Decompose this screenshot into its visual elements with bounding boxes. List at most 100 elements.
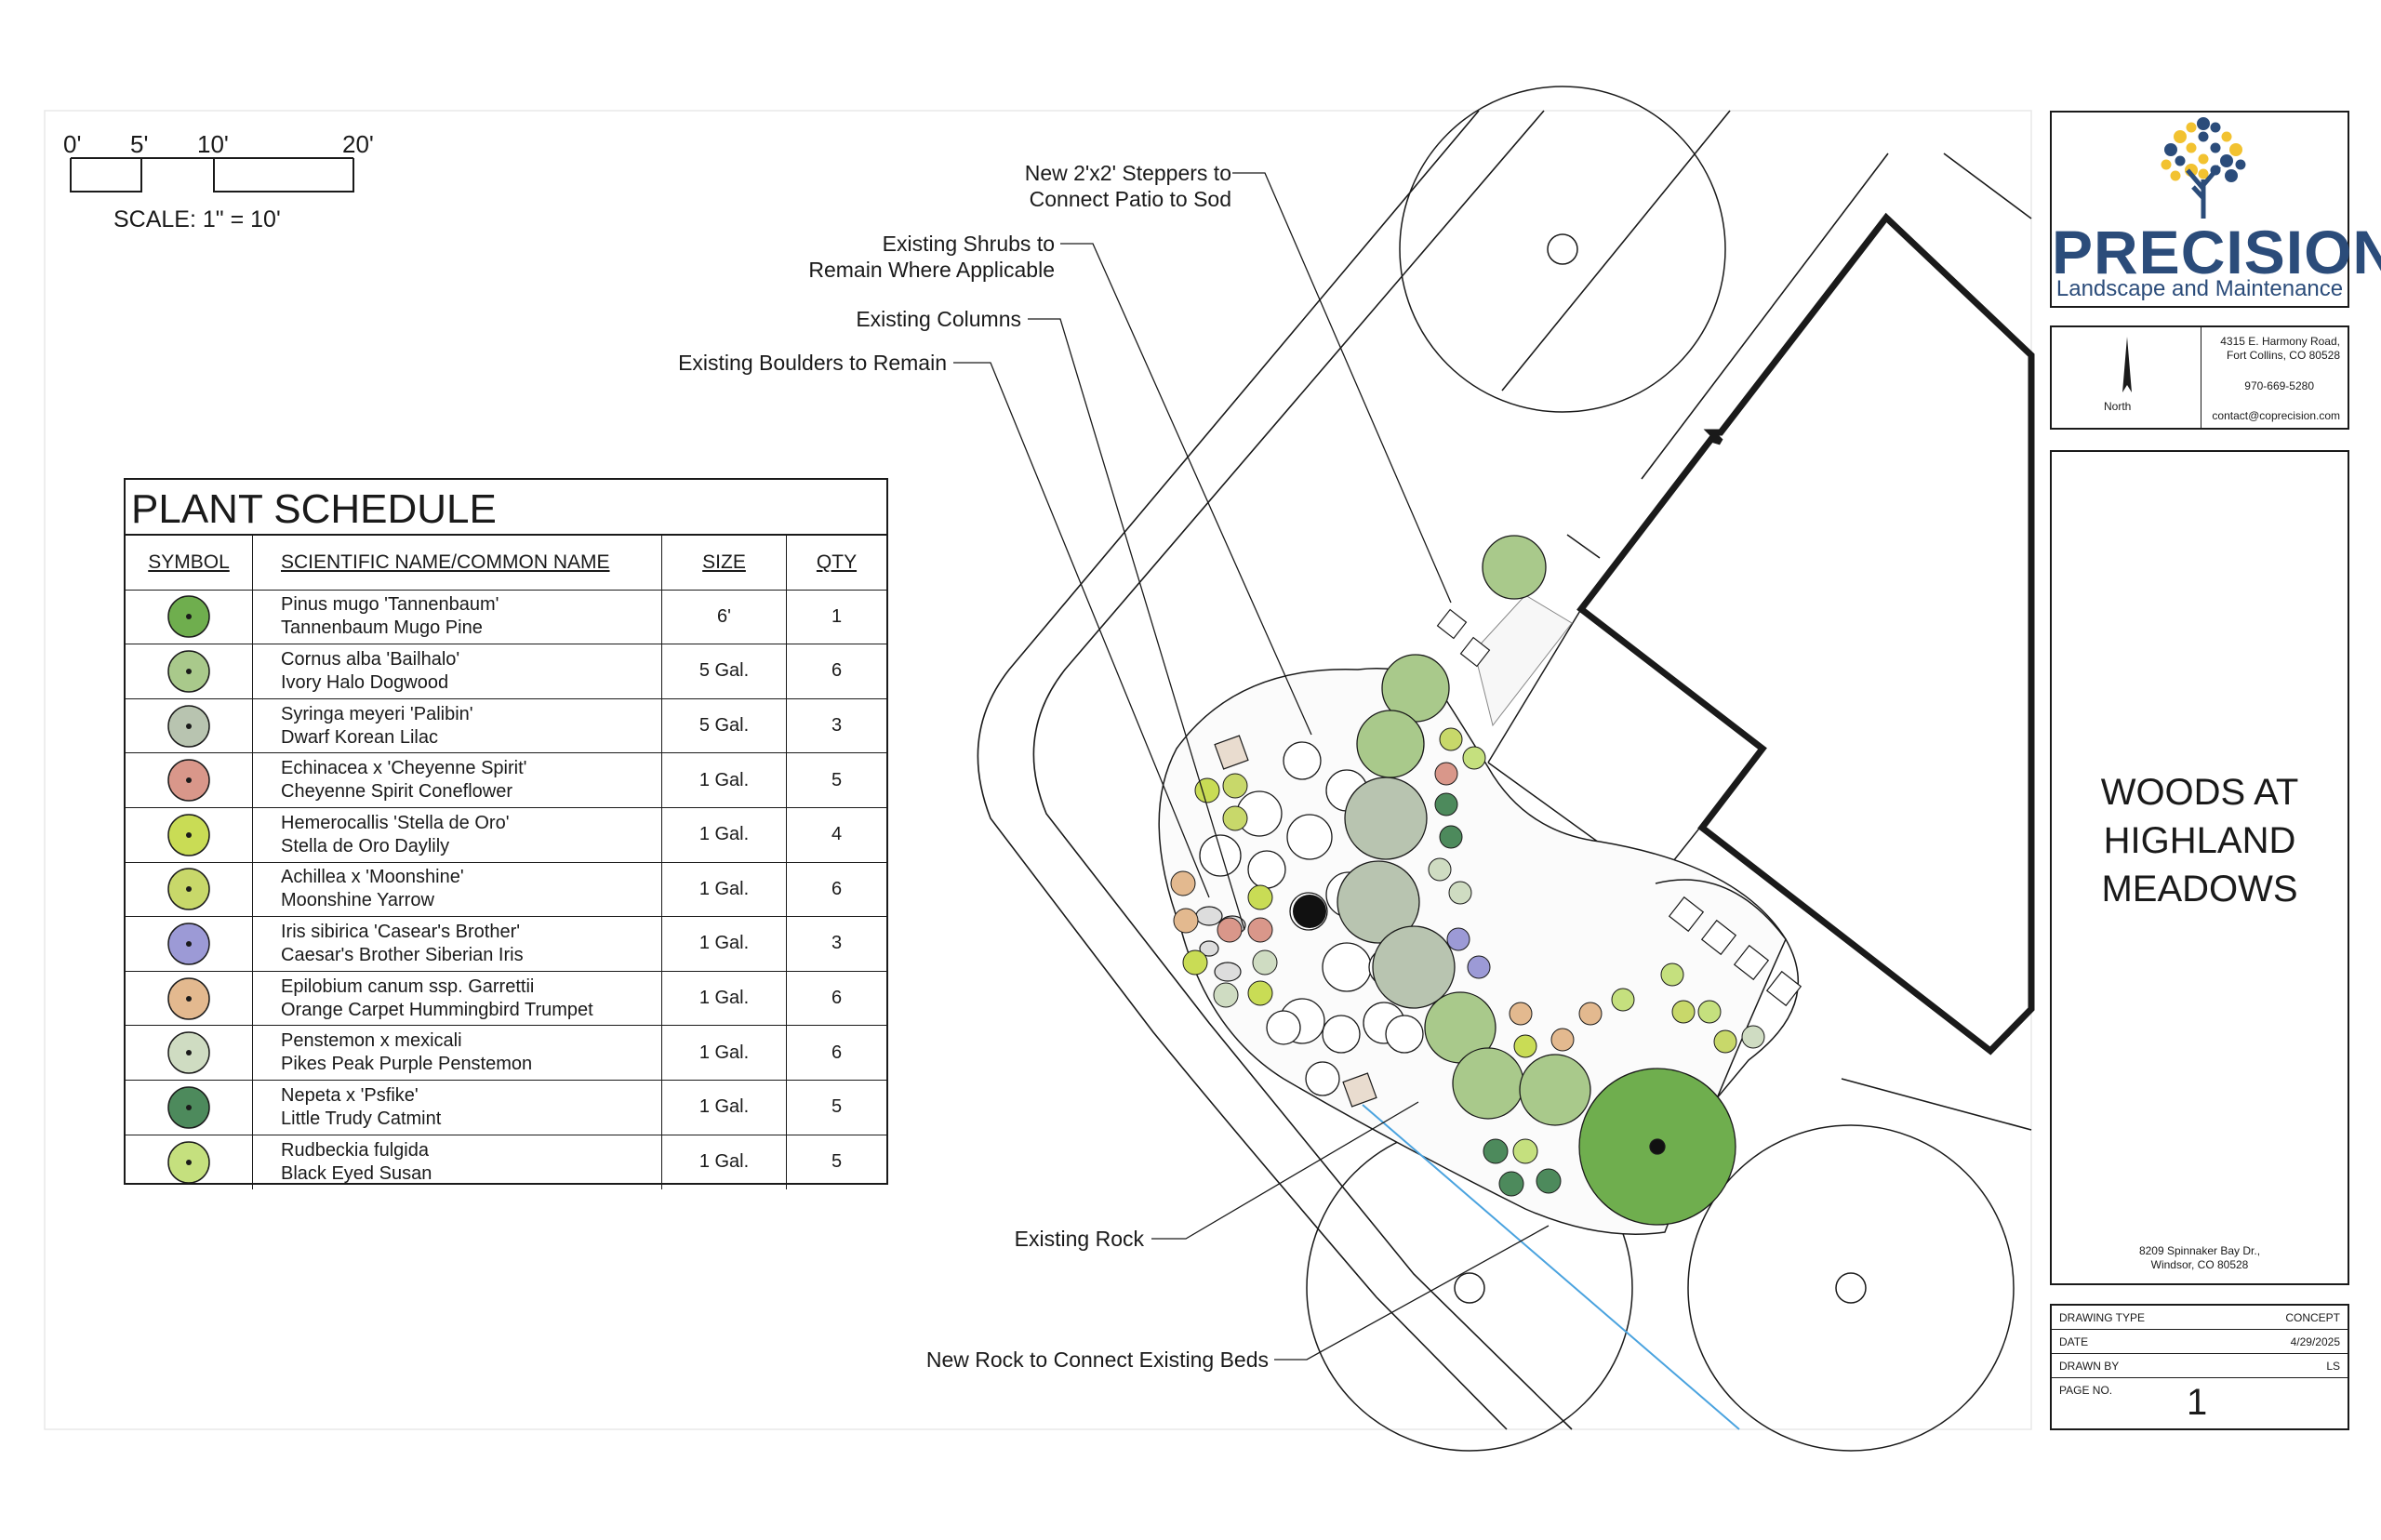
plant-schedule: PLANT SCHEDULE SYMBOL SCIENTIFIC NAME/CO… <box>124 478 888 1190</box>
yarrow-symbol-icon <box>167 868 210 911</box>
scientific-name: Echinacea x 'Cheyenne Spirit' <box>281 758 527 779</box>
plant-name-cell: Pinus mugo 'Tannenbaum'Tannenbaum Mugo P… <box>253 590 662 644</box>
epilobium-symbol-icon <box>167 976 210 1020</box>
date-label: DATE <box>2059 1335 2089 1348</box>
qty-cell: 6 <box>831 988 843 1009</box>
callout-steppers-1: New 2'x2' Steppers to <box>1024 161 1231 185</box>
symbol-cell <box>126 862 253 917</box>
company-address-1: 4315 E. Harmony Road, <box>2220 335 2340 348</box>
scientific-name: Penstemon x mexicali <box>281 1030 462 1052</box>
project-title-line-3: MEADOWS <box>2101 869 2298 909</box>
project-address-2: Windsor, CO 80528 <box>2150 1258 2249 1271</box>
callout-boulders: Existing Boulders to Remain <box>678 351 947 375</box>
company-phone: 970-669-5280 <box>2244 379 2314 392</box>
drawing-type-row: DRAWING TYPE CONCEPT <box>2052 1306 2348 1330</box>
scientific-name: Nepeta x 'Psfike' <box>281 1084 419 1106</box>
symbol-cell <box>126 1080 253 1135</box>
project-title-line-2: HIGHLAND <box>2103 820 2296 861</box>
pine-symbol-icon <box>167 595 210 639</box>
qty-cell: 5 <box>831 1151 843 1173</box>
size-cell: 1 Gal. <box>662 753 787 807</box>
schedule-row: Hemerocallis 'Stella de Oro'Stella de Or… <box>126 807 886 863</box>
qty-cell: 4 <box>831 824 843 845</box>
scientific-name: Epilobium canum ssp. Garrettii <box>281 976 535 997</box>
north-label: North <box>2104 400 2132 413</box>
header-name: SCIENTIFIC NAME/COMMON NAME <box>253 536 662 590</box>
qty-cell: 6 <box>831 1042 843 1063</box>
scientific-name: Syringa meyeri 'Palibin' <box>281 703 473 724</box>
north-arrow-icon <box>2122 337 2132 392</box>
drawing-type-label: DRAWING TYPE <box>2059 1311 2146 1324</box>
scientific-name: Pinus mugo 'Tannenbaum' <box>281 594 499 616</box>
symbol-cell <box>126 753 253 807</box>
schedule-title: PLANT SCHEDULE <box>131 486 497 532</box>
drawn-by-label: DRAWN BY <box>2059 1360 2120 1373</box>
tree-logo-icon <box>2161 117 2246 219</box>
scale-tick-20: 20' <box>342 130 374 158</box>
existing-column <box>1293 895 1326 928</box>
common-name: Caesar's Brother Siberian Iris <box>281 944 524 965</box>
schedule-table: SYMBOL SCIENTIFIC NAME/COMMON NAME SIZE … <box>126 534 886 1190</box>
plant-name-cell: Iris sibirica 'Casear's Brother'Caesar's… <box>253 917 662 971</box>
date-row: DATE 4/29/2025 <box>2052 1330 2348 1354</box>
scale-text: SCALE: 1" = 10' <box>113 206 281 232</box>
scale-bar <box>70 157 354 192</box>
scientific-name: Hemerocallis 'Stella de Oro' <box>281 812 510 833</box>
plant-name-cell: Cornus alba 'Bailhalo'Ivory Halo Dogwood <box>253 644 662 698</box>
schedule-row: Echinacea x 'Cheyenne Spirit'Cheyenne Sp… <box>126 753 886 808</box>
plant-name-cell: Echinacea x 'Cheyenne Spirit'Cheyenne Sp… <box>253 753 662 807</box>
common-name: Pikes Peak Purple Penstemon <box>281 1054 533 1075</box>
size-cell: 5 Gal. <box>662 698 787 753</box>
common-name: Ivory Halo Dogwood <box>281 671 449 693</box>
drawn-by-value: LS <box>2326 1360 2340 1373</box>
proposed-plantings <box>1337 535 1736 1226</box>
curb-lines <box>977 110 2032 1430</box>
plant-name-cell: Hemerocallis 'Stella de Oro'Stella de Or… <box>253 807 662 862</box>
schedule-row: Iris sibirica 'Casear's Brother'Caesar's… <box>126 917 886 972</box>
header-qty: QTY <box>816 551 858 573</box>
page-row: PAGE NO. <box>2052 1378 2348 1428</box>
scientific-name: Iris sibirica 'Casear's Brother' <box>281 921 521 942</box>
contact-box: North 4315 E. Harmony Road, Fort Collins… <box>2050 325 2349 430</box>
stepper-path <box>1473 594 1573 727</box>
common-name: Moonshine Yarrow <box>281 890 434 911</box>
common-name: Cheyenne Spirit Coneflower <box>281 781 513 803</box>
project-address-1: 8209 Spinnaker Bay Dr., <box>2138 1244 2261 1257</box>
project-title: WOODS AT HIGHLAND MEADOWS <box>2052 768 2348 913</box>
project-box: WOODS AT HIGHLAND MEADOWS 8209 Spinnaker… <box>2050 450 2349 1285</box>
boulders <box>1195 735 1377 1108</box>
size-cell: 1 Gal. <box>662 1135 787 1190</box>
daylily-symbol-icon <box>167 814 210 856</box>
size-cell: 1 Gal. <box>662 807 787 862</box>
company-tagline: Landscape and Maintenance <box>2055 276 2344 301</box>
common-name: Tannenbaum Mugo Pine <box>281 617 483 639</box>
scientific-name: Rudbeckia fulgida <box>281 1139 429 1161</box>
drawn-by-row: DRAWN BY LS <box>2052 1354 2348 1378</box>
common-name: Dwarf Korean Lilac <box>281 726 438 748</box>
schedule-row: Cornus alba 'Bailhalo'Ivory Halo Dogwood… <box>126 644 886 699</box>
schedule-row: Pinus mugo 'Tannenbaum'Tannenbaum Mugo P… <box>126 590 886 645</box>
symbol-cell <box>126 698 253 753</box>
callout-columns: Existing Columns <box>856 307 1021 331</box>
symbol-cell <box>126 1135 253 1190</box>
drawing-type-value: CONCEPT <box>2285 1311 2340 1324</box>
catmint-symbol-icon <box>167 1085 210 1129</box>
header-size: SIZE <box>662 536 787 590</box>
irrigation-line <box>1362 1104 1740 1430</box>
size-cell: 5 Gal. <box>662 644 787 698</box>
qty-cell: 1 <box>831 605 843 627</box>
common-name: Little Trudy Catmint <box>281 1108 442 1129</box>
size-cell: 1 Gal. <box>662 917 787 971</box>
scale-tick-5: 5' <box>130 130 149 158</box>
drawing-info-box: DRAWING TYPE CONCEPT DATE 4/29/2025 DRAW… <box>2050 1304 2349 1430</box>
common-name: Orange Carpet Hummingbird Trumpet <box>281 999 593 1020</box>
patio <box>1487 534 1764 885</box>
callout-new-rock: New Rock to Connect Existing Beds <box>925 1348 1269 1372</box>
